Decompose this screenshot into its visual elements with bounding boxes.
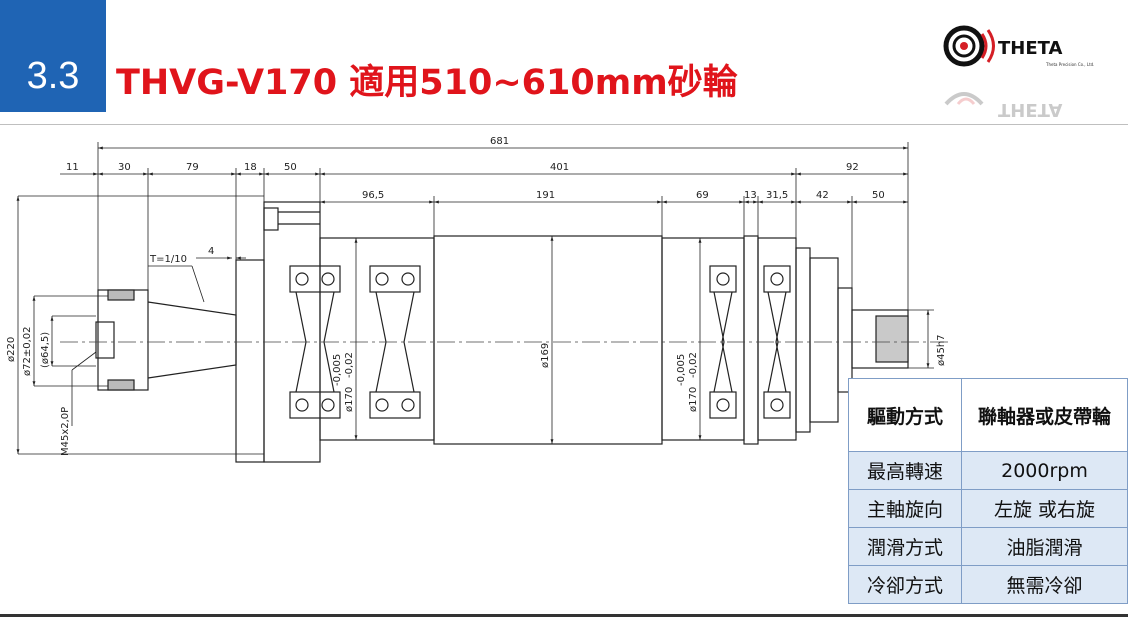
dim-18: 18 (244, 162, 257, 173)
dim-79: 79 (186, 162, 199, 173)
logo-mark-icon (943, 25, 995, 67)
spec-row: 最高轉速 2000rpm (848, 451, 1128, 490)
spec-value: 2000rpm (961, 451, 1128, 490)
dim-96-5: 96,5 (362, 190, 384, 201)
dim-thread: M45x2,0P (60, 407, 71, 456)
dim-phi45h7: ø45h7 (936, 334, 947, 366)
spec-key: 最高轉速 (848, 451, 962, 490)
spec-key: 主軸旋向 (848, 489, 962, 528)
body-dimensions (354, 236, 934, 444)
section-badge: 3.3 (0, 0, 106, 112)
theta-logo: THETA Theta Precision Co., Ltd. THETA (943, 25, 1094, 120)
spec-value: 無需冷卻 (961, 565, 1128, 604)
spec-header-value: 聯軸器或皮帶輪 (961, 378, 1128, 452)
spec-value: 油脂潤滑 (961, 527, 1128, 566)
taper-label: T=1/10 (149, 254, 187, 265)
spindle-drawing: 681 11 30 79 18 50 401 92 96,5 191 69 13… (6, 136, 950, 463)
spec-row: 冷卻方式 無需冷卻 (848, 565, 1128, 604)
spec-row: 主軸旋向 左旋 或右旋 (848, 489, 1128, 528)
dim-phi64-5: (ø64,5) (40, 332, 51, 368)
section-number: 3.3 (26, 54, 80, 97)
dim-13: 13 (744, 190, 757, 201)
spec-header-row: 驅動方式 聯軸器或皮帶輪 (848, 378, 1128, 452)
dim-tol-right-upper: -0,005 (676, 354, 687, 386)
dim-50a: 50 (284, 162, 297, 173)
page-title: THVG-V170 適用510~610mm砂輪 (116, 63, 738, 103)
spindle-outline (95, 201, 909, 463)
dim-191: 191 (536, 190, 555, 201)
spec-value: 左旋 或右旋 (961, 489, 1128, 528)
logo-brand: THETA (998, 38, 1063, 59)
dim-69: 69 (696, 190, 709, 201)
dim-30: 30 (118, 162, 131, 173)
spec-table: 驅動方式 聯軸器或皮帶輪 最高轉速 2000rpm 主軸旋向 左旋 或右旋 潤滑… (848, 378, 1128, 604)
spec-key: 冷卻方式 (848, 565, 962, 604)
dim-phi170-right: ø170 (688, 387, 699, 412)
dim-phi72: ø72±0,02 (22, 327, 33, 377)
left-dimensions (16, 195, 264, 455)
dim-phi170-left: ø170 (344, 387, 355, 412)
dim-overall: 681 (490, 136, 509, 147)
footer-divider (0, 614, 1128, 617)
spec-header-key: 驅動方式 (848, 378, 962, 452)
dim-phi220: ø220 (6, 337, 17, 362)
svg-text:THETA: THETA (998, 99, 1063, 120)
dim-31-5: 31,5 (766, 190, 788, 201)
dim-tol-left-upper: -0,005 (332, 354, 343, 386)
top-dimension-labels: 681 11 30 79 18 50 401 92 96,5 191 69 13… (66, 136, 885, 201)
dim-92: 92 (846, 162, 859, 173)
dim-11: 11 (66, 162, 79, 173)
spec-key: 潤滑方式 (848, 527, 962, 566)
taper-annotation (148, 256, 246, 303)
dim-tol-right-lower: -0,02 (688, 352, 699, 378)
logo-subtext: Theta Precision Co., Ltd. (1045, 62, 1094, 67)
dim-4: 4 (208, 246, 214, 257)
dim-42: 42 (816, 190, 829, 201)
dim-tol-left-lower: -0,02 (344, 352, 355, 378)
top-dimensions (60, 142, 909, 310)
header-divider (0, 124, 1128, 125)
dim-401: 401 (550, 162, 569, 173)
dim-50b: 50 (872, 190, 885, 201)
logo-reflection: THETA (944, 92, 1063, 120)
spec-row: 潤滑方式 油脂潤滑 (848, 527, 1128, 566)
dim-phi169: ø169 (540, 343, 551, 368)
